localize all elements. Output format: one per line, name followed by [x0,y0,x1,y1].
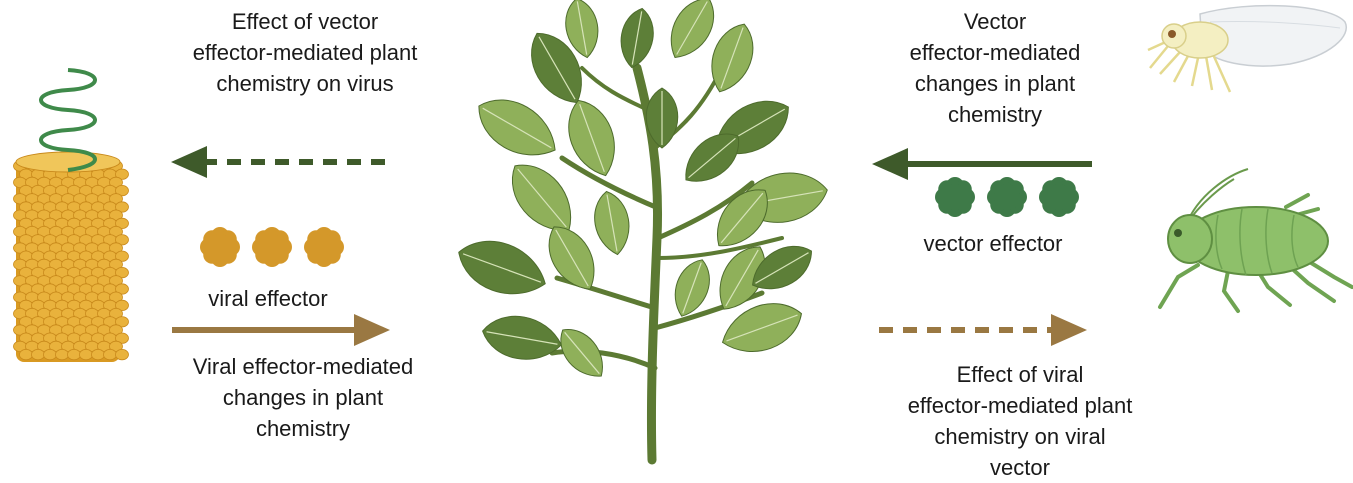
vector-effector-icon [925,172,1105,222]
effector-blob [987,177,1027,217]
plant-leaf [559,93,626,183]
virus-icon [8,66,128,376]
plant-icon [462,8,842,478]
aphid-icon [1138,165,1353,315]
effector-blob [304,227,344,267]
whitefly-icon [1140,2,1350,102]
effector-blob [1039,177,1079,217]
label-viral-effector-changes: Viral effector-mediated changes in plant… [138,351,468,444]
label-vector-effector-changes: Vector effector-mediated changes in plan… [860,6,1130,130]
viral-effector-icon [190,222,370,272]
label-viral-effector: viral effector [168,285,368,313]
plant-leaf [590,189,634,258]
plant-leaf [467,86,566,170]
label-viral-effect-on-vector: Effect of viral effector-mediated plant … [860,359,1180,483]
dashed-arrow-to-virus [165,142,395,182]
dashed-arrow-to-vector [875,310,1105,350]
effector-blob [200,227,240,267]
effector-blob [252,227,292,267]
solid-arrow-to-plant [168,310,398,350]
label-vector-effector: vector effector [893,230,1093,258]
label-vector-effect-on-virus: Effect of vector effector-mediated plant… [140,6,470,99]
effector-blob [935,177,975,217]
plant-leaf [451,230,554,307]
plant-leaf [479,310,565,365]
plant-leaf [616,6,657,71]
